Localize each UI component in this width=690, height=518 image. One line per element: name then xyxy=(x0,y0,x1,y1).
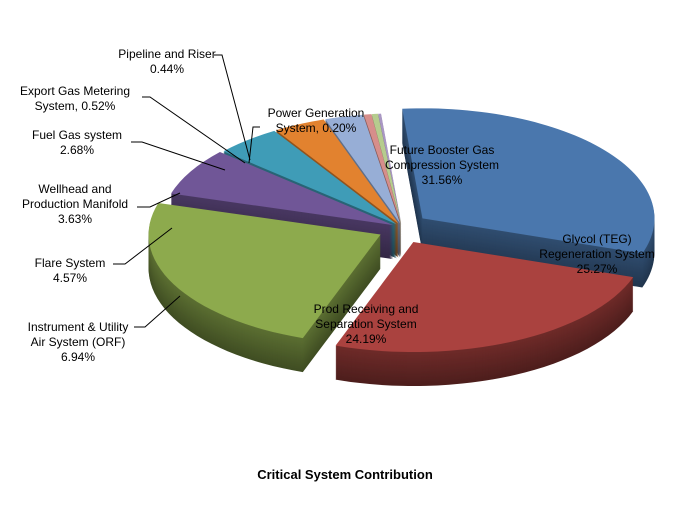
leader-line-power-generation xyxy=(248,126,260,164)
leader-line-fuel-gas xyxy=(131,141,226,171)
slice-top xyxy=(378,113,402,224)
slice-top xyxy=(171,151,394,226)
leader-line-flare xyxy=(113,227,173,265)
slice-instrument-utility-air-system-orf xyxy=(171,151,394,260)
pie-slices xyxy=(148,108,655,387)
slice-top xyxy=(402,108,655,254)
slice-prod-receiving-and-separation-system xyxy=(148,202,381,373)
leader-line-export-gas xyxy=(142,96,246,164)
slice-top xyxy=(371,113,402,224)
slice-top xyxy=(363,114,401,224)
slice-glycol-teg-regeneration-system xyxy=(335,242,634,387)
slice-top xyxy=(148,202,381,339)
chart-title: Critical System Contribution xyxy=(257,467,433,482)
leader-line-pipeline xyxy=(214,54,251,161)
leader-line-wellhead xyxy=(137,192,181,208)
leader-lines xyxy=(113,54,260,328)
slice-top xyxy=(276,119,399,224)
slice-top xyxy=(223,130,397,225)
slice-top xyxy=(335,242,634,353)
slice-top xyxy=(325,114,401,224)
leader-line-instrument xyxy=(134,295,181,328)
slice-future-booster-gas-compression-system xyxy=(402,108,655,288)
